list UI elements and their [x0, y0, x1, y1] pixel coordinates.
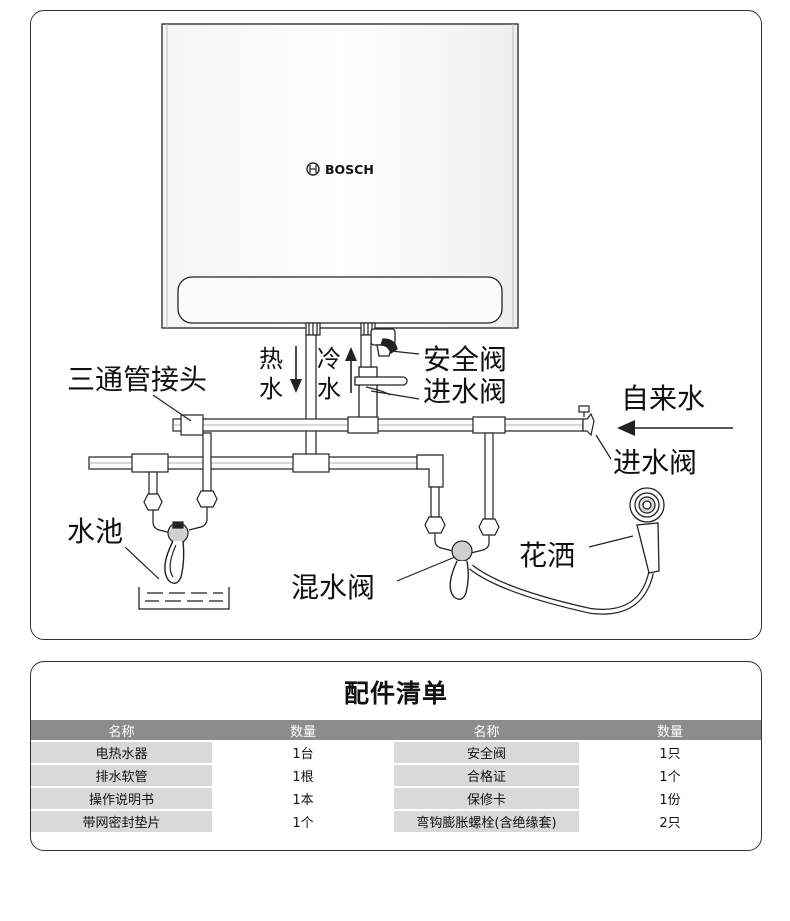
sink-basin: [138, 587, 230, 610]
brand-label: BOSCH: [325, 162, 374, 177]
outlet-fittings: [305, 322, 376, 336]
cold-water-main-pipe: [172, 405, 595, 437]
tap-water-label: 自来水: [621, 382, 705, 415]
cold-water-label-1: 冷: [317, 345, 341, 373]
inlet-valve-top-label: 进水阀: [423, 375, 507, 408]
installation-diagram: BOSCH: [67, 23, 733, 615]
bosch-logo: BOSCH: [306, 162, 374, 177]
sink-label: 水池: [67, 515, 123, 548]
part-quantity: 1个: [212, 810, 394, 834]
part-name: 弯钩膨胀螺栓(含绝缘套): [394, 810, 579, 834]
cold-water-arrow: [345, 347, 357, 393]
part-quantity: 1个: [579, 764, 761, 788]
installation-diagram-panel: BOSCH: [30, 10, 762, 640]
part-name: 排水软管: [31, 764, 212, 788]
shower-label: 花洒: [519, 539, 575, 572]
hot-water-label-2: 水: [259, 375, 283, 403]
parts-list-title: 配件清单: [343, 679, 448, 708]
table-row: 带网密封垫片 1个 弯钩膨胀螺栓(含绝缘套) 2只: [31, 810, 761, 834]
shower-head-icon: [629, 487, 665, 574]
parts-list-table: 名称 数量 名称 数量 电热水器 1台 安全阀 1只 排水软管 1根 合格证 1…: [31, 720, 761, 834]
part-quantity: 2只: [579, 810, 761, 834]
hot-water-arrow: [290, 346, 302, 393]
table-row: 排水软管 1根 合格证 1个: [31, 764, 761, 788]
header-qty-1: 数量: [212, 720, 394, 742]
sink-mixer-valve: [143, 490, 218, 584]
diagram-labels: 三通管接头 热 水 冷 水 安全阀 进水阀 自来水 进水阀 水池 花洒 混水阀: [67, 343, 705, 604]
part-name: 带网密封垫片: [31, 810, 212, 834]
shower-hose: [469, 564, 654, 615]
table-row: 操作说明书 1本 保修卡 1份: [31, 787, 761, 811]
part-quantity: 1台: [212, 741, 394, 765]
tee-joint-label: 三通管接头: [67, 363, 207, 396]
mixing-valve-label: 混水阀: [291, 571, 375, 604]
hot-water-label-1: 热: [259, 345, 283, 373]
table-header-row: 名称 数量 名称 数量: [31, 720, 761, 742]
shower-mixer-valve: [424, 516, 500, 600]
part-name: 操作说明书: [31, 787, 212, 811]
cold-water-label-2: 水: [317, 375, 341, 403]
table-row: 电热水器 1台 安全阀 1只: [31, 741, 761, 765]
water-heater: BOSCH: [161, 23, 519, 329]
tap-water-arrow: [617, 420, 733, 436]
part-name: 安全阀: [394, 741, 579, 765]
part-name: 保修卡: [394, 787, 579, 811]
header-name-1: 名称: [31, 720, 212, 742]
part-quantity: 1份: [579, 787, 761, 811]
part-quantity: 1只: [579, 741, 761, 765]
safety-valve-label: 安全阀: [423, 343, 507, 376]
hot-water-main-pipe: [88, 453, 444, 488]
part-quantity: 1根: [212, 764, 394, 788]
header-name-2: 名称: [394, 720, 579, 742]
part-name: 合格证: [394, 764, 579, 788]
leader-lines: [124, 350, 634, 582]
parts-list-panel: 配件清单 名称 数量 名称 数量 电热水器 1台 安全阀 1只 排水软管 1根 …: [30, 661, 762, 851]
part-quantity: 1本: [212, 787, 394, 811]
part-name: 电热水器: [31, 741, 212, 765]
inlet-valve-right-label: 进水阀: [613, 446, 697, 479]
header-qty-2: 数量: [579, 720, 761, 742]
